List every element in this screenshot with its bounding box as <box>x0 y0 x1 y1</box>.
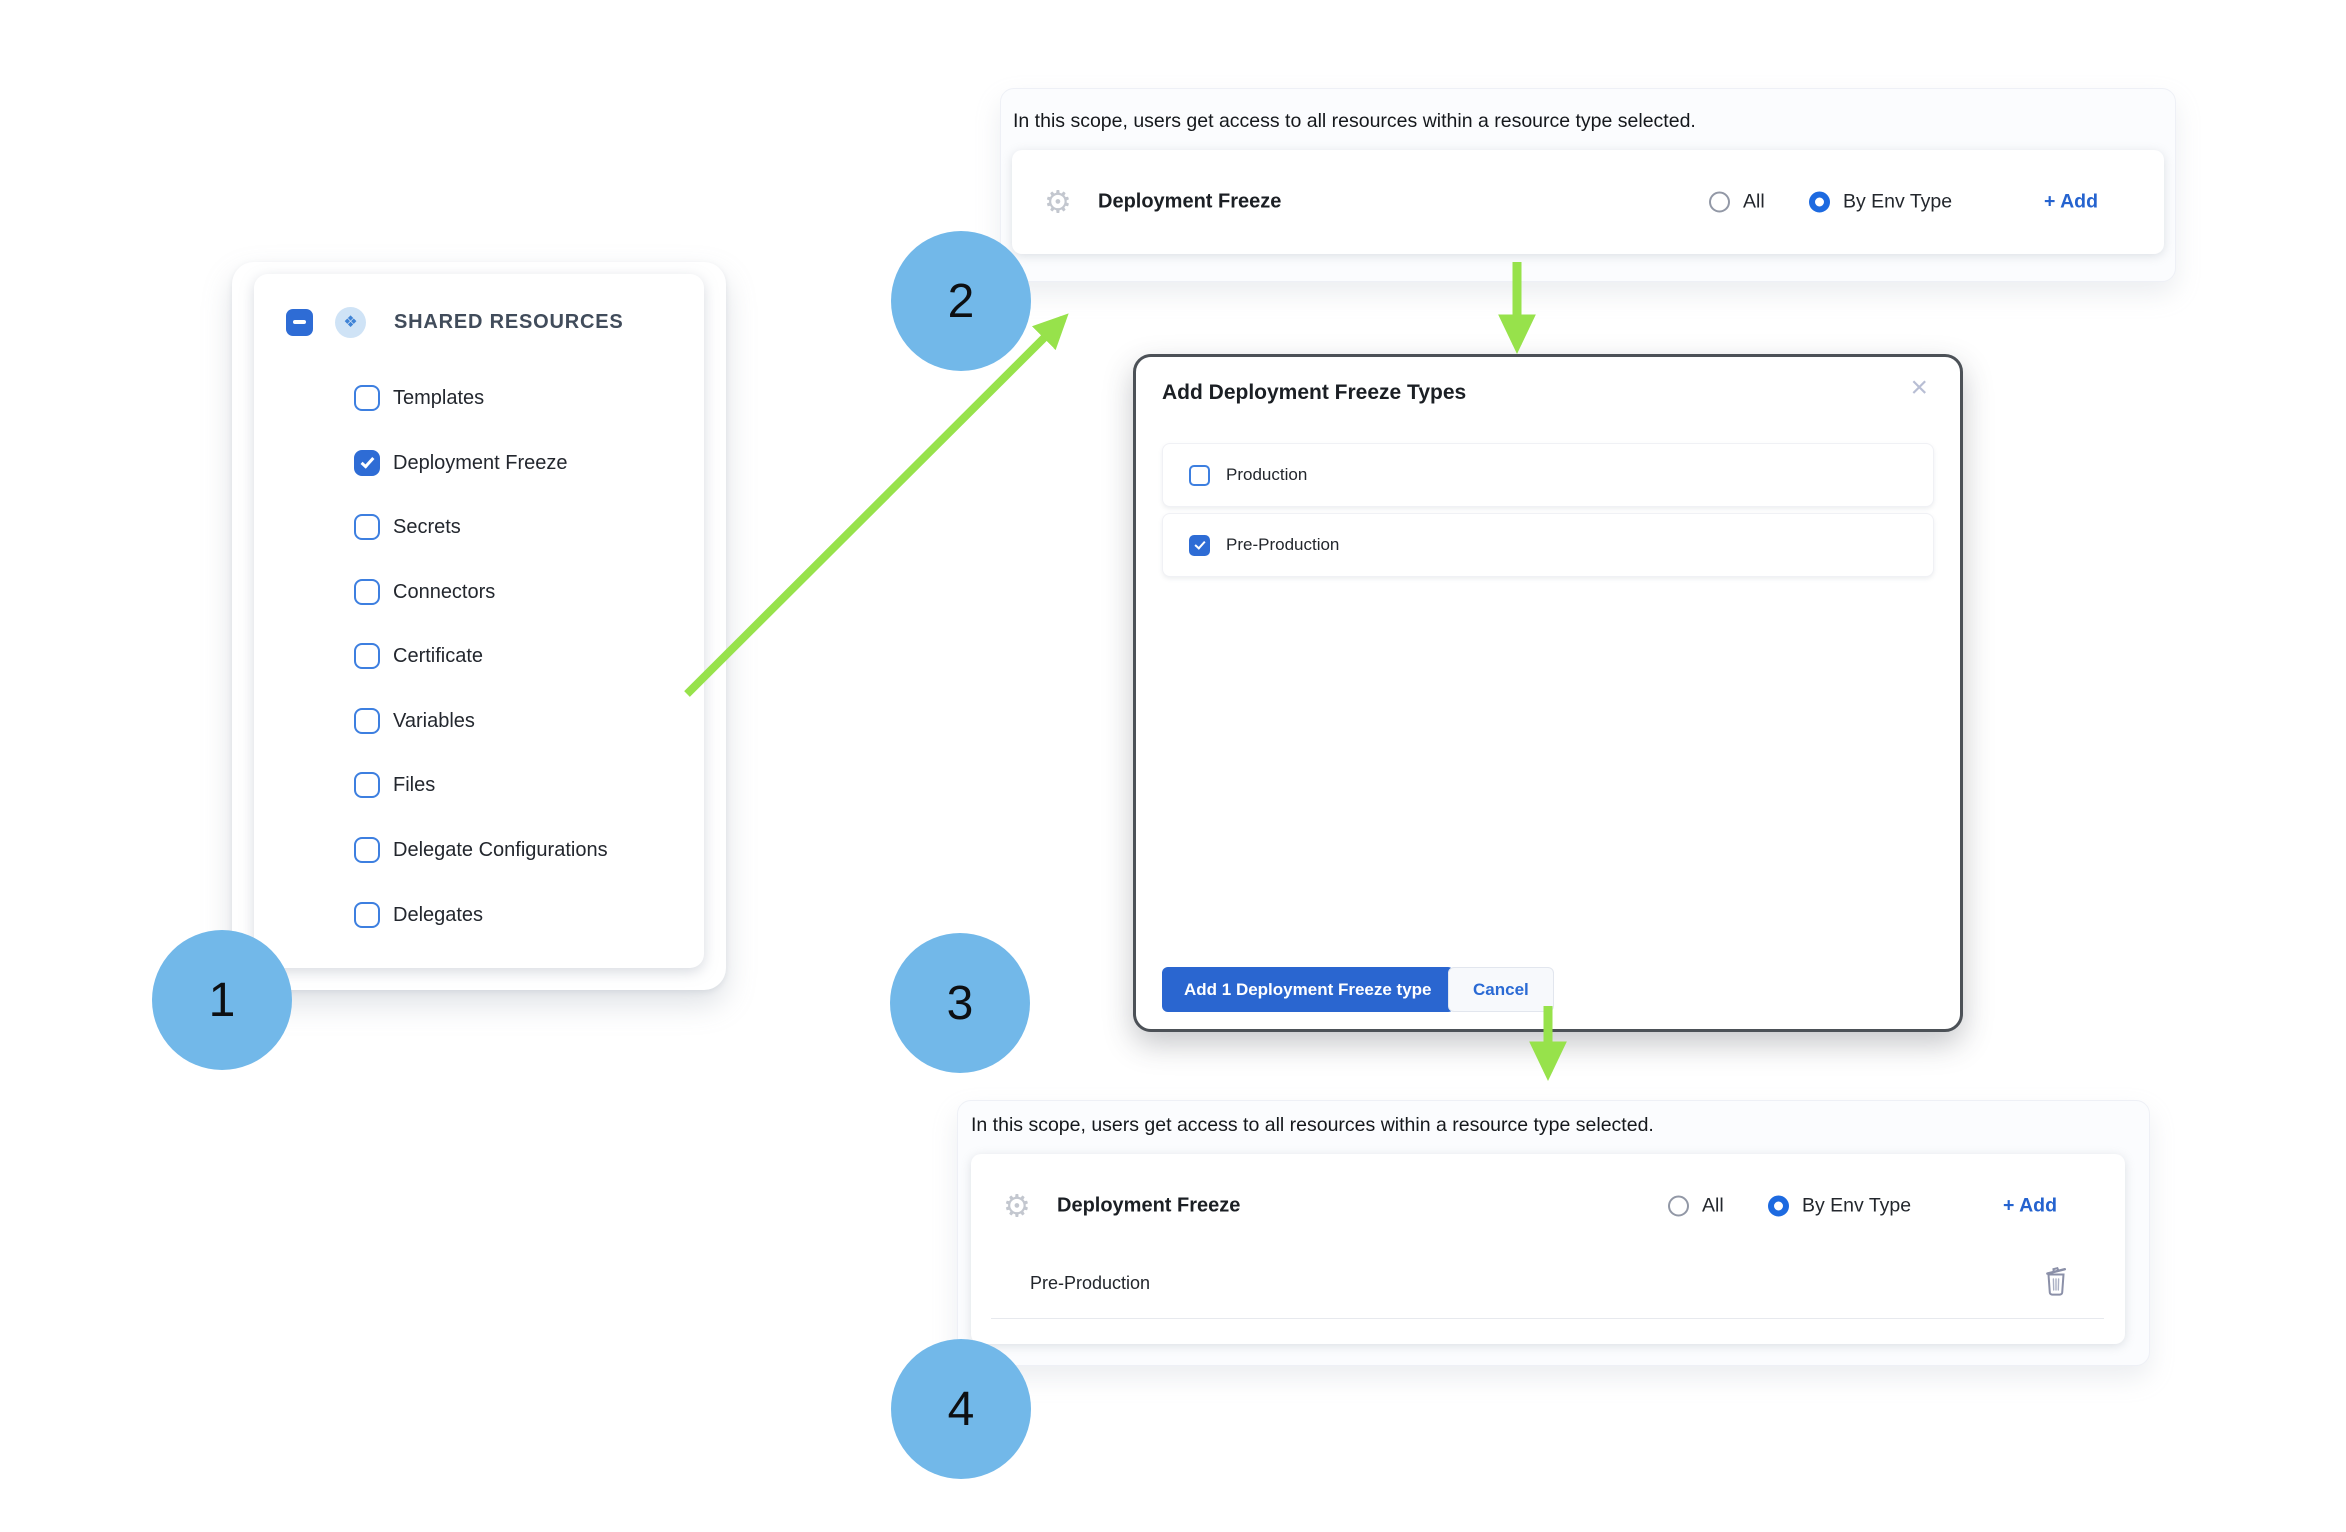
modal-option-pre-production: Pre-Production <box>1162 513 1934 577</box>
arrow-panel1-to-panel2 <box>684 313 1069 697</box>
checkbox-delegate-configurations[interactable] <box>354 837 380 863</box>
radio-all-label[interactable]: All <box>1743 190 1765 213</box>
list-item-certificate: Certificate <box>354 641 483 671</box>
option-label: Production <box>1226 465 1308 484</box>
checkbox-label: Variables <box>393 709 475 732</box>
modal-option-production: Production <box>1162 443 1934 507</box>
shared-resources-icon: ❖ <box>335 306 366 338</box>
resource-type-row: ⚙ Deployment Freeze All By Env Type + Ad… <box>971 1154 2125 1258</box>
scope-description: In this scope, users get access to all r… <box>971 1114 1654 1136</box>
step-badge-1: 1 <box>152 930 292 1070</box>
shared-resources-header: ❖ SHARED RESOURCES <box>286 305 624 339</box>
trash-icon[interactable] <box>2041 1264 2071 1298</box>
step-badge-4: 4 <box>891 1339 1031 1479</box>
checkbox-connectors[interactable] <box>354 579 380 605</box>
shared-resources-indeterminate-checkbox[interactable] <box>286 308 313 336</box>
resource-type-card-bottom: ⚙ Deployment Freeze All By Env Type + Ad… <box>971 1154 2125 1344</box>
radio-by-env-type[interactable] <box>1768 1195 1789 1217</box>
checkbox-label: Templates <box>393 386 485 409</box>
checkbox-production[interactable] <box>1189 464 1210 486</box>
checkbox-label: Delegate Configurations <box>393 838 608 861</box>
gear-icon: ⚙ <box>1003 1188 1031 1224</box>
list-item-secrets: Secrets <box>354 512 461 542</box>
close-icon[interactable]: × <box>1910 371 1928 404</box>
checkbox-files[interactable] <box>354 772 380 798</box>
radio-by-env-type-label[interactable]: By Env Type <box>1843 190 1953 213</box>
checkbox-label: Secrets <box>393 515 461 538</box>
resource-type-card-top: ⚙ Deployment Freeze All By Env Type + Ad… <box>1012 150 2164 254</box>
checkbox-label: Deployment Freeze <box>393 451 568 474</box>
radio-all[interactable] <box>1709 191 1730 213</box>
scope-description: In this scope, users get access to all r… <box>1013 110 1696 132</box>
radio-by-env-type[interactable] <box>1809 191 1830 213</box>
add-deployment-freeze-type-button[interactable]: Add 1 Deployment Freeze type <box>1162 967 1454 1012</box>
checkbox-templates[interactable] <box>354 385 380 411</box>
gear-icon: ⚙ <box>1044 184 1072 220</box>
shared-resources-panel <box>254 274 704 968</box>
add-button[interactable]: + Add <box>2003 1194 2057 1217</box>
radio-all[interactable] <box>1668 1195 1689 1217</box>
step-badge-2: 2 <box>891 231 1031 371</box>
add-button[interactable]: + Add <box>2044 190 2098 213</box>
list-item-files: Files <box>354 770 435 800</box>
selected-env-type-label: Pre-Production <box>1030 1273 1151 1293</box>
modal-title: Add Deployment Freeze Types <box>1162 381 1467 404</box>
resource-type-row: ⚙ Deployment Freeze All By Env Type + Ad… <box>1012 150 2164 254</box>
checkbox-label: Connectors <box>393 580 496 603</box>
list-item-variables: Variables <box>354 706 475 736</box>
divider <box>991 1318 2104 1319</box>
shared-resources-title: SHARED RESOURCES <box>394 310 624 333</box>
checkbox-variables[interactable] <box>354 708 380 734</box>
minus-icon <box>293 320 306 324</box>
resource-name: Deployment Freeze <box>1098 190 1282 213</box>
checkbox-label: Delegates <box>393 903 484 926</box>
check-icon <box>1193 538 1206 550</box>
cancel-button[interactable]: Cancel <box>1448 967 1554 1012</box>
radio-all-label[interactable]: All <box>1702 1194 1724 1217</box>
checkbox-delegates[interactable] <box>354 902 380 928</box>
list-item-delegates: Delegates <box>354 900 483 930</box>
option-label: Pre-Production <box>1226 535 1340 554</box>
add-deployment-freeze-types-modal: Add Deployment Freeze Types × Production… <box>1133 354 1963 1032</box>
list-item-templates: Templates <box>354 383 484 413</box>
list-item-connectors: Connectors <box>354 577 495 607</box>
resource-name: Deployment Freeze <box>1057 1194 1241 1217</box>
checkbox-secrets[interactable] <box>354 514 380 540</box>
list-item-deployment-freeze: Deployment Freeze <box>354 448 568 478</box>
checkbox-deployment-freeze[interactable] <box>354 450 380 476</box>
list-item-delegate-configurations: Delegate Configurations <box>354 835 608 865</box>
radio-by-env-type-label[interactable]: By Env Type <box>1802 1194 1912 1217</box>
checkbox-certificate[interactable] <box>354 643 380 669</box>
step-badge-3: 3 <box>890 933 1030 1073</box>
checkbox-label: Files <box>393 773 436 796</box>
checkbox-label: Certificate <box>393 644 484 667</box>
checkbox-pre-production[interactable] <box>1189 534 1210 556</box>
check-icon <box>360 454 374 469</box>
